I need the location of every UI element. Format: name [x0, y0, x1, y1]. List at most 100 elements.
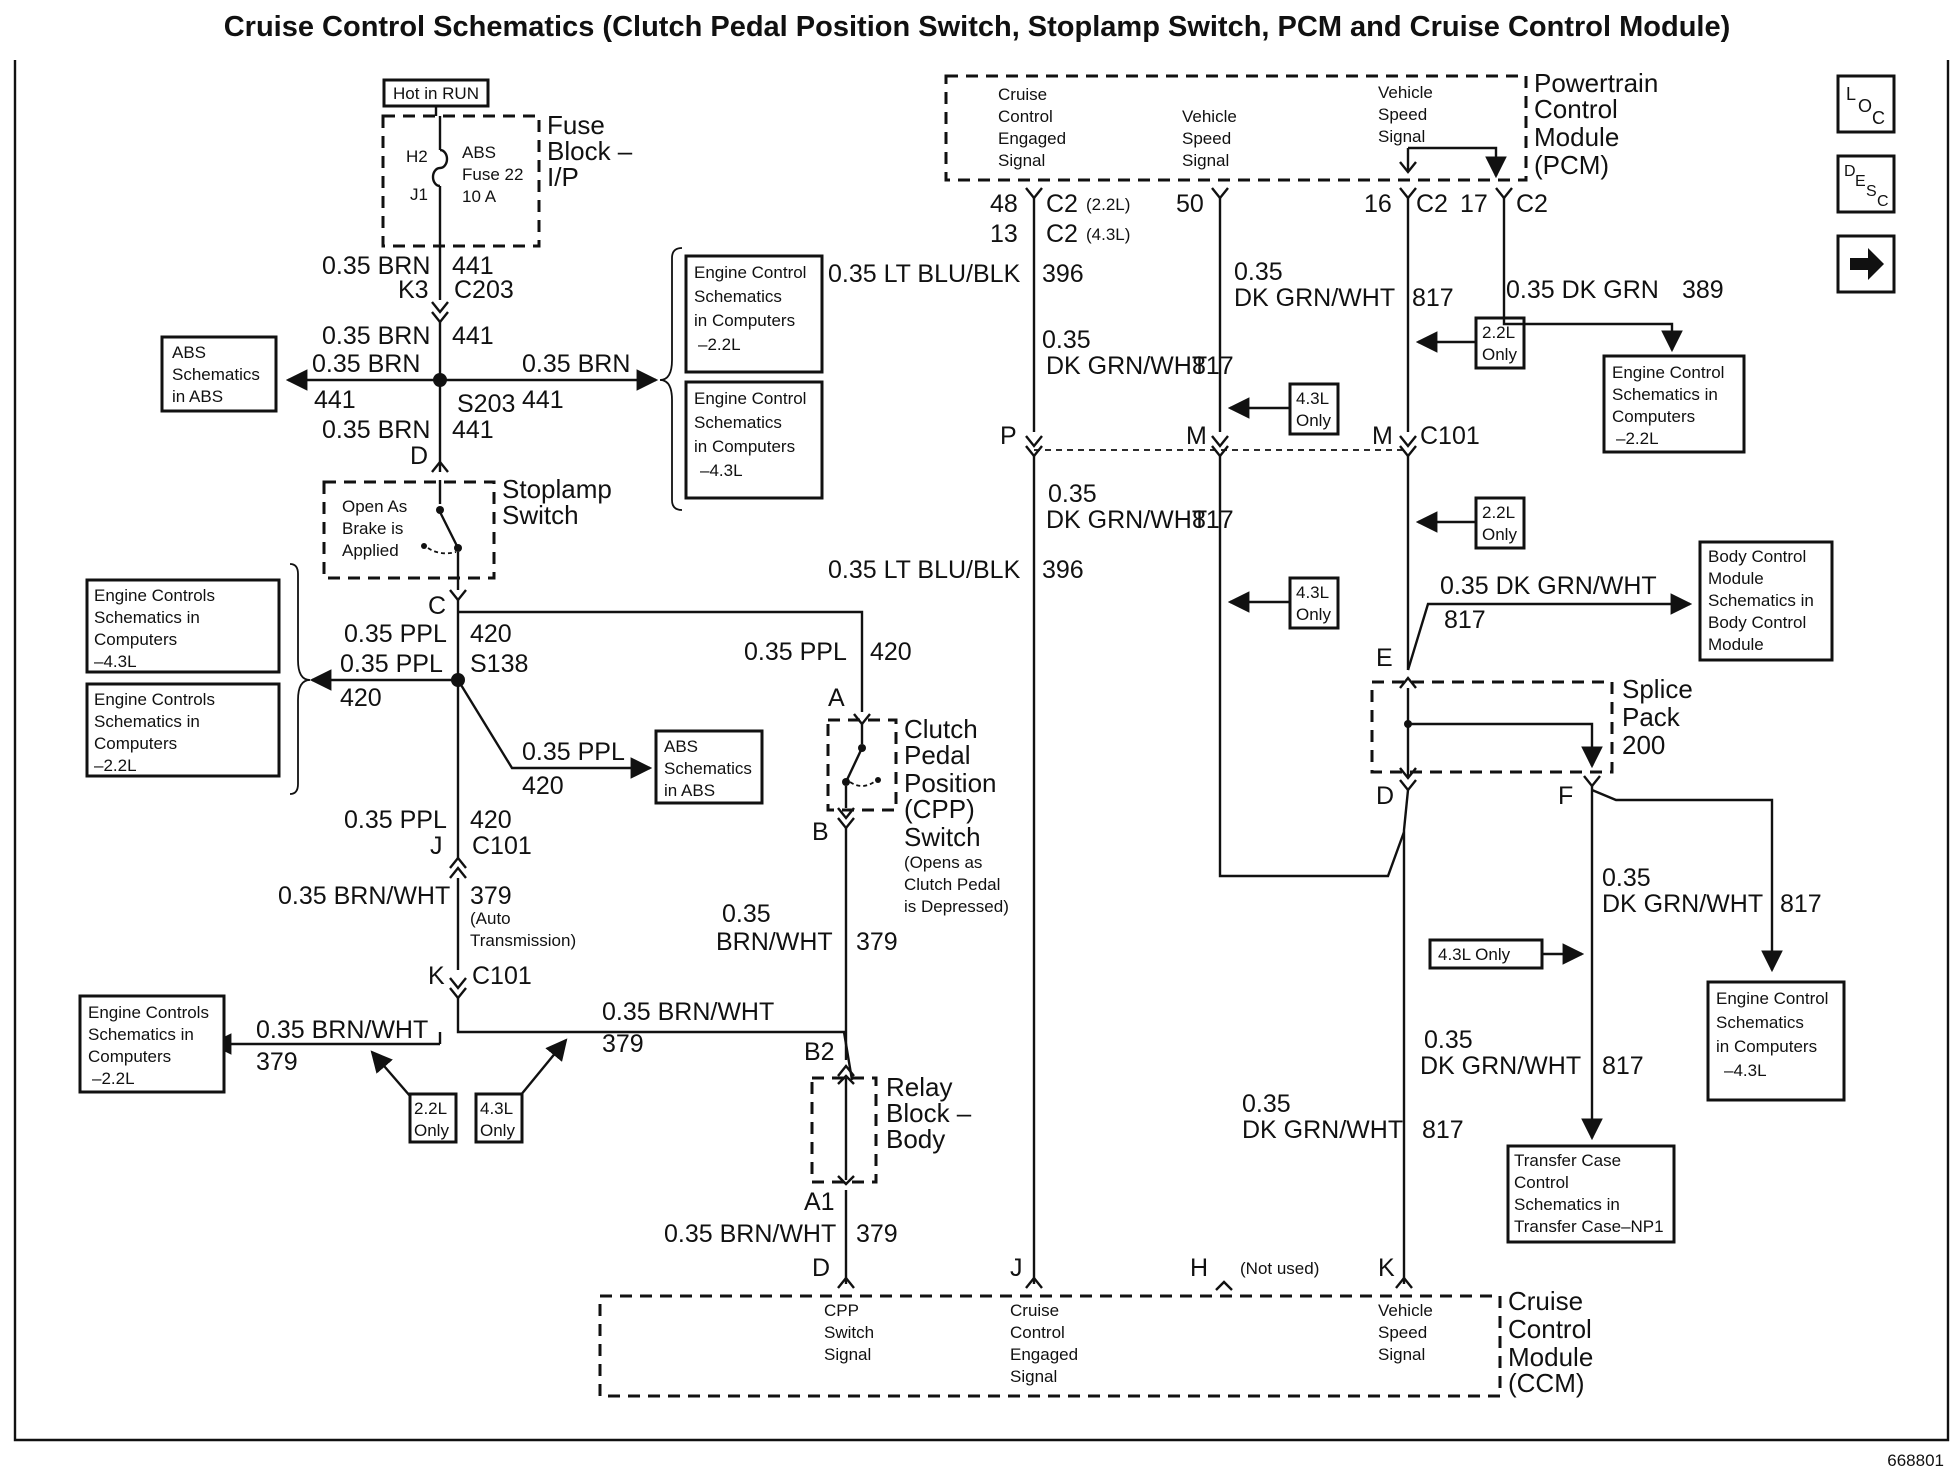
svg-text:CPP: CPP — [824, 1301, 859, 1320]
svg-text:C2: C2 — [1516, 190, 1548, 218]
svg-text:Module: Module — [1708, 569, 1764, 588]
svg-text:0.35 PPL: 0.35 PPL — [744, 638, 847, 666]
svg-text:P: P — [1000, 422, 1017, 450]
svg-text:2.2L: 2.2L — [1482, 503, 1515, 522]
transfer-case-ref-box[interactable] — [1506, 1144, 1676, 1244]
svg-text:Only: Only — [1296, 411, 1331, 430]
svg-text:Body Control: Body Control — [1708, 547, 1806, 566]
svg-text:Schematics in: Schematics in — [1612, 385, 1718, 404]
svg-text:M: M — [1186, 422, 1207, 450]
svg-text:K: K — [1378, 1254, 1395, 1282]
svg-text:E: E — [1855, 173, 1866, 190]
svg-text:Signal: Signal — [1378, 1345, 1425, 1364]
svg-text:C203: C203 — [454, 276, 514, 304]
svg-text:Open As: Open As — [342, 497, 407, 516]
diagram-title: Cruise Control Schematics (Clutch Pedal … — [224, 11, 1731, 43]
svg-text:Position: Position — [904, 768, 997, 798]
only-22-tag-a — [1474, 316, 1526, 370]
svg-text:0.35 DK GRN: 0.35 DK GRN — [1506, 276, 1659, 304]
engine-control-43-ref-box[interactable] — [684, 380, 824, 500]
svg-text:Switch: Switch — [502, 500, 579, 530]
engine-controls-43-left-ref-box[interactable] — [85, 578, 281, 674]
svg-text:379: 379 — [602, 1030, 644, 1058]
svg-text:C2: C2 — [1046, 190, 1078, 218]
svg-text:0.35 BRN/WHT: 0.35 BRN/WHT — [278, 882, 450, 910]
svg-text:0.35: 0.35 — [1602, 864, 1651, 892]
svg-text:Schematics in: Schematics in — [1514, 1195, 1620, 1214]
next-button[interactable] — [1836, 234, 1896, 294]
svg-text:379: 379 — [856, 1220, 898, 1248]
svg-text:in Computers: in Computers — [1716, 1037, 1817, 1056]
svg-text:379: 379 — [256, 1048, 298, 1076]
abs-schematics-ref-box[interactable] — [160, 335, 278, 413]
svg-text:Module: Module — [1708, 635, 1764, 654]
fuse-symbol — [431, 148, 449, 188]
svg-text:Cruise: Cruise — [1010, 1301, 1059, 1320]
svg-text:(2.2L): (2.2L) — [1086, 195, 1130, 214]
svg-text:J1: J1 — [410, 185, 428, 204]
svg-text:Only: Only — [1482, 525, 1517, 544]
svg-text:Fuse 22: Fuse 22 — [462, 165, 523, 184]
svg-text:389: 389 — [1682, 276, 1724, 304]
loc-button[interactable]: L O C — [1836, 74, 1896, 134]
svg-text:Schematics in: Schematics in — [88, 1025, 194, 1044]
brace-top — [659, 247, 683, 511]
desc-button[interactable]: D E S C — [1836, 154, 1896, 214]
svg-text:Signal: Signal — [1182, 151, 1229, 170]
svg-text:0.35 BRN/WHT: 0.35 BRN/WHT — [602, 998, 774, 1026]
svg-text:I/P: I/P — [547, 162, 579, 192]
fuse-block-label: Fuse — [547, 110, 605, 140]
pcm-right-ref-box[interactable] — [1602, 354, 1746, 454]
svg-text:DK GRN/WHT: DK GRN/WHT — [1602, 890, 1763, 918]
svg-text:C101: C101 — [1420, 422, 1480, 450]
svg-text:Pack: Pack — [1622, 702, 1681, 732]
svg-text:4.3L: 4.3L — [1296, 583, 1329, 602]
svg-text:Block –: Block – — [547, 136, 633, 166]
engine-control-22-ref-box[interactable] — [684, 254, 824, 374]
svg-text:817: 817 — [1412, 284, 1454, 312]
svg-text:817: 817 — [1602, 1052, 1644, 1080]
svg-text:in Computers: in Computers — [694, 311, 795, 330]
svg-text:Signal: Signal — [824, 1345, 871, 1364]
bcm-ref-box[interactable] — [1698, 540, 1834, 662]
svg-text:(PCM): (PCM) — [1534, 150, 1609, 180]
svg-text:Engine Controls: Engine Controls — [88, 1003, 209, 1022]
svg-text:is Depressed): is Depressed) — [904, 897, 1009, 916]
svg-text:B: B — [812, 818, 829, 846]
connector-c101-m1 — [1211, 435, 1229, 458]
hot-in-run-label: Hot in RUN — [393, 84, 479, 103]
svg-text:L: L — [1846, 84, 1856, 104]
svg-text:–2.2L: –2.2L — [1616, 429, 1659, 448]
svg-text:A1: A1 — [804, 1188, 835, 1216]
svg-text:C: C — [428, 592, 446, 620]
svg-text:Speed: Speed — [1378, 1323, 1427, 1342]
svg-text:Module: Module — [1534, 122, 1619, 152]
svg-text:C2: C2 — [1416, 190, 1448, 218]
cpp-switch — [826, 718, 898, 812]
svg-text:Transmission): Transmission) — [470, 931, 576, 950]
svg-text:200: 200 — [1622, 730, 1665, 760]
engine-controls-22-bottom-ref-box[interactable] — [78, 994, 226, 1094]
svg-text:Engine Controls: Engine Controls — [94, 586, 215, 605]
svg-text:Control: Control — [1010, 1323, 1065, 1342]
svg-text:(CPP): (CPP) — [904, 794, 975, 824]
svg-text:S203: S203 — [457, 390, 515, 418]
svg-text:Engine Control: Engine Control — [694, 389, 806, 408]
pcm-label: Powertrain — [1534, 68, 1658, 98]
engine-control-43-right-ref-box[interactable] — [1706, 980, 1846, 1102]
svg-text:D: D — [410, 442, 428, 470]
svg-text:Engine Control: Engine Control — [1716, 989, 1828, 1008]
svg-text:in ABS: in ABS — [664, 781, 715, 800]
svg-text:S138: S138 — [470, 650, 528, 678]
svg-text:ABS: ABS — [462, 143, 496, 162]
engine-controls-22-left-ref-box[interactable] — [85, 682, 281, 778]
abs-mid-ref-box[interactable] — [654, 729, 764, 805]
svg-text:K3: K3 — [398, 276, 429, 304]
svg-text:DK GRN/WHT: DK GRN/WHT — [1046, 506, 1207, 534]
svg-text:396: 396 — [1042, 556, 1084, 584]
svg-text:Schematics: Schematics — [1716, 1013, 1804, 1032]
svg-text:Engine Control: Engine Control — [694, 263, 806, 282]
svg-text:Module: Module — [1508, 1342, 1593, 1372]
svg-text:0.35: 0.35 — [1234, 258, 1283, 286]
svg-text:Schematics: Schematics — [694, 413, 782, 432]
